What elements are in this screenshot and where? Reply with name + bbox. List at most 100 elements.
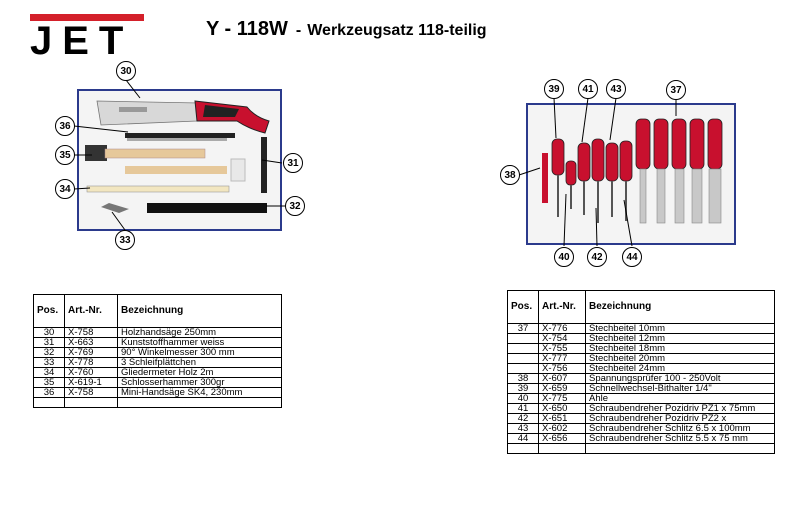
cell-art: X-776 (538, 323, 586, 334)
callout-39: 39 (544, 79, 564, 99)
callout-30: 30 (116, 61, 136, 81)
set-description: Werkzeugsatz 118-teilig (307, 22, 487, 39)
left-tools-illustration (85, 100, 270, 213)
cell-art: X-769 (64, 347, 118, 358)
cell-pos: 44 (507, 433, 539, 444)
table-header-row: Pos. Art.-Nr. Bezeichnung (33, 294, 282, 328)
right-tool-panel (526, 103, 736, 245)
cell-desc: Holzhandsäge 250mm (117, 327, 282, 338)
callout-31: 31 (283, 153, 303, 173)
cell-desc: Schnellwechsel-Bithalter 1/4" (585, 383, 775, 394)
cell-pos: 38 (507, 373, 539, 384)
page-title: Y - 118W-Werkzeugsatz 118-teilig (206, 18, 487, 41)
cell-desc: Stechbeitel 18mm (585, 343, 775, 354)
cell-desc: Schraubendreher Schlitz 5.5 x 75 mm (585, 433, 775, 444)
cell-pos: 36 (33, 387, 65, 398)
cell-art: X-602 (538, 423, 586, 434)
cell-art: X-778 (64, 357, 118, 368)
cell-desc: 90° Winkelmesser 300 mm (117, 347, 282, 358)
cell-pos (507, 343, 539, 354)
cell-art: X-663 (64, 337, 118, 348)
col-pos: Pos. (33, 294, 65, 328)
cell-desc: Schlosserhammer 300gr (117, 377, 282, 388)
cell-desc: Schraubendreher Pozidriv PZ1 x 75mm (585, 403, 775, 414)
cell-art: X-755 (538, 343, 586, 354)
cell-desc: Spannungsprüfer 100 - 250Volt (585, 373, 775, 384)
cell-pos: 39 (507, 383, 539, 394)
cell-pos (507, 363, 539, 374)
cell-pos: 33 (33, 357, 65, 368)
cell-pos: 30 (33, 327, 65, 338)
cell-art: X-758 (64, 387, 118, 398)
callout-44: 44 (622, 247, 642, 267)
callout-40: 40 (554, 247, 574, 267)
callout-33: 33 (115, 230, 135, 250)
col-pos: Pos. (507, 290, 539, 324)
cell-art: X-659 (538, 383, 586, 394)
model-number: Y - 118W (206, 18, 288, 40)
cell-pos: 42 (507, 413, 539, 424)
cell-art: X-756 (538, 363, 586, 374)
table-row-blank (33, 397, 282, 408)
logo-red-bar (30, 14, 144, 21)
cell-pos: 41 (507, 403, 539, 414)
cell-desc: Stechbeitel 20mm (585, 353, 775, 364)
cell-pos: 40 (507, 393, 539, 404)
cell-pos: 43 (507, 423, 539, 434)
cell-desc: Ahle (585, 393, 775, 404)
cell-pos: 32 (33, 347, 65, 358)
callout-34: 34 (55, 179, 75, 199)
col-desc: Bezeichnung (117, 294, 282, 328)
col-desc: Bezeichnung (585, 290, 775, 324)
cell-art: X-607 (538, 373, 586, 384)
cell-art: X-656 (538, 433, 586, 444)
callout-38: 38 (500, 165, 520, 185)
cell-desc: Stechbeitel 12mm (585, 333, 775, 344)
cell-pos: 34 (33, 367, 65, 378)
cell-art: X-651 (538, 413, 586, 424)
left-tool-panel (77, 89, 282, 231)
cell-art: X-754 (538, 333, 586, 344)
callout-43: 43 (606, 79, 626, 99)
table-row-blank (507, 443, 775, 454)
cell-desc: Mini-Handsäge SK4, 230mm (117, 387, 282, 398)
title-dash: - (295, 22, 302, 39)
col-art: Art.-Nr. (538, 290, 586, 324)
cell-desc: Kunststoffhammer weiss (117, 337, 282, 348)
col-art: Art.-Nr. (64, 294, 118, 328)
cell-desc: Schraubendreher Schlitz 6.5 x 100mm (585, 423, 775, 434)
logo-text: JET (30, 19, 134, 63)
cell-art: X-650 (538, 403, 586, 414)
callout-32: 32 (285, 196, 305, 216)
cell-art: X-619-1 (64, 377, 118, 388)
cell-pos: 37 (507, 323, 539, 334)
cell-art: X-777 (538, 353, 586, 364)
cell-pos (507, 353, 539, 364)
jet-logo: JET (30, 14, 144, 63)
callout-36: 36 (55, 116, 75, 136)
cell-desc: Gliedermeter Holz 2m (117, 367, 282, 378)
cell-pos: 35 (33, 377, 65, 388)
callout-41: 41 (578, 79, 598, 99)
table-header-row: Pos. Art.-Nr. Bezeichnung (507, 290, 775, 324)
